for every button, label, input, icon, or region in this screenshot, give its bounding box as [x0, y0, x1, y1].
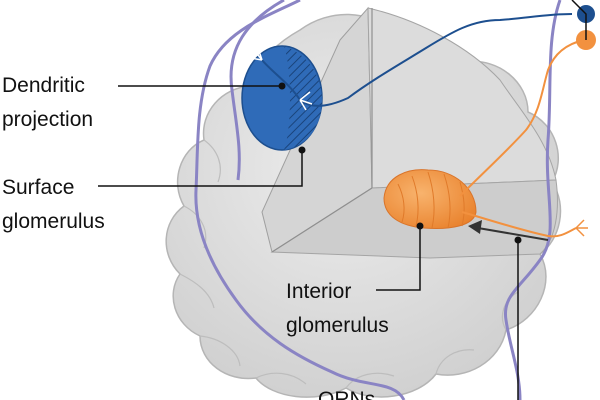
orange-dendrite-tuft	[575, 219, 588, 237]
label-surface-line2: glomerulus	[2, 210, 105, 233]
interior-glomerulus-striations	[397, 171, 465, 229]
cut-face-right	[367, 7, 557, 189]
label-dendritic-line1: Dendritic	[2, 74, 85, 97]
label-surface-line1: Surface	[2, 176, 74, 199]
leader-lines	[98, 82, 522, 400]
dot-dendritic	[278, 82, 286, 90]
label-interior-line1: Interior	[286, 280, 351, 303]
label-orns: ORNs	[318, 388, 375, 400]
label-interior-line2: glomerulus	[286, 314, 389, 337]
dot-orn	[514, 236, 522, 244]
orn-outline-path-2	[229, 0, 285, 181]
leader-surface	[98, 150, 303, 187]
label-dendritic-line2: projection	[2, 108, 93, 131]
orange-neuron-axon	[459, 39, 585, 197]
dot-surface	[298, 146, 306, 154]
orange-orn-line	[461, 211, 577, 238]
leader-interior	[376, 226, 421, 291]
orn-outline-path	[194, 0, 562, 400]
cut-edge-diagonal	[271, 187, 373, 253]
soma-connector	[571, 0, 587, 40]
blue-dendrite-tuft	[249, 47, 313, 111]
dot-interior	[416, 222, 424, 230]
interior-glomerulus-body	[383, 169, 477, 229]
orn-arrow	[468, 220, 549, 241]
surface-glomerulus	[241, 5, 595, 151]
interior-glomerulus	[383, 30, 596, 238]
antennal-lobe	[165, 6, 562, 398]
